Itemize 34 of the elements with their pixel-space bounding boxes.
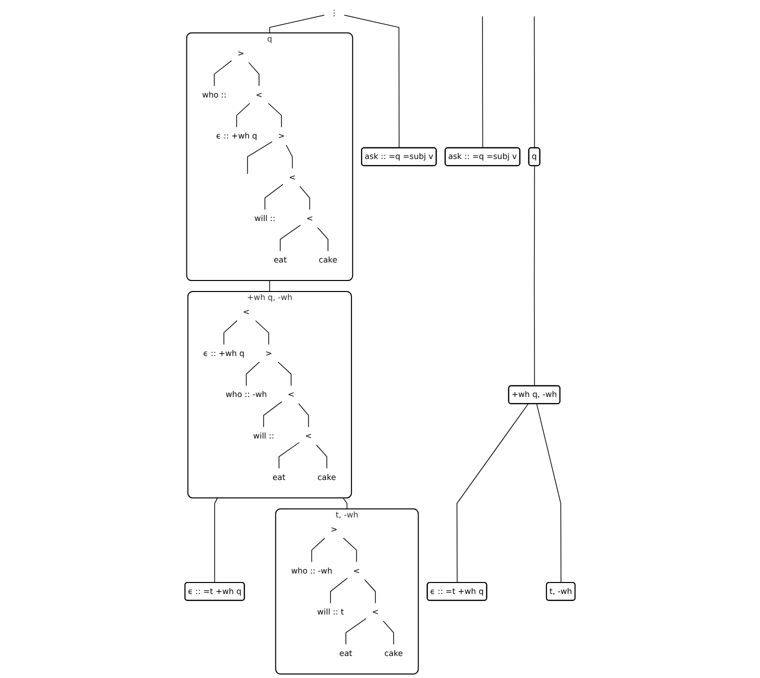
connector — [482, 16, 484, 148]
connector — [268, 102, 282, 128]
connector — [456, 404, 529, 584]
connector — [382, 620, 394, 645]
connector — [298, 403, 309, 428]
connector — [345, 618, 366, 645]
connector — [214, 498, 218, 583]
connector — [317, 227, 328, 252]
connector — [536, 404, 562, 584]
connector — [223, 320, 238, 345]
connector — [247, 141, 273, 174]
connector — [269, 14, 325, 34]
connector — [364, 579, 376, 604]
connector — [236, 102, 250, 128]
connector — [278, 362, 292, 386]
connector — [280, 224, 301, 252]
connector — [214, 60, 232, 86]
connector — [342, 498, 348, 510]
connector — [264, 184, 284, 210]
connector — [269, 280, 270, 292]
connector — [534, 16, 535, 148]
connector — [343, 538, 357, 562]
connector — [286, 144, 293, 169]
connector — [263, 401, 282, 428]
connector — [534, 166, 535, 386]
connector — [330, 578, 348, 604]
connector — [278, 442, 300, 469]
connector — [311, 538, 326, 562]
connector — [255, 320, 270, 345]
connector — [299, 186, 310, 210]
connector — [344, 14, 400, 148]
connector — [246, 362, 260, 386]
connector — [316, 444, 328, 469]
connector — [248, 62, 260, 86]
